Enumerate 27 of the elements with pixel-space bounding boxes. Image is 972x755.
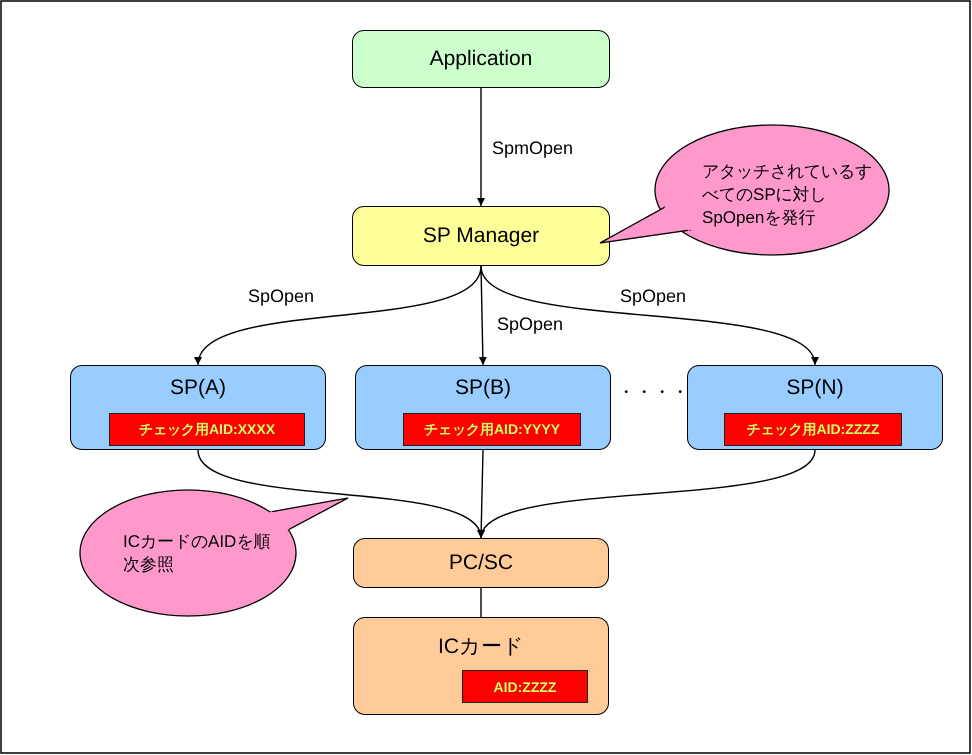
arrow — [477, 88, 485, 206]
arrow — [480, 450, 816, 538]
process-box — [70, 365, 326, 450]
box-title: SP(A) — [170, 376, 226, 400]
callout-text: アタッチされているすべてのSPに対しSpOpenを発行 — [702, 161, 873, 229]
process-box — [355, 365, 611, 450]
box-title: SP(N) — [786, 376, 844, 400]
process-box — [352, 206, 610, 266]
aid-label: チェック用AID:YYYY — [403, 413, 581, 446]
callout-text: ICカードのAIDを順次参照 — [123, 531, 272, 576]
process-box — [687, 365, 943, 450]
process-box — [353, 617, 609, 715]
arrow — [480, 266, 816, 366]
box-title: SP(B) — [454, 376, 511, 400]
arrow — [197, 266, 482, 366]
aid-label: チェック用AID:XXXX — [109, 413, 305, 446]
ellipsis-text: ・・・・ — [616, 381, 690, 404]
connector-line — [480, 588, 482, 617]
arrow — [197, 450, 482, 538]
box-title: Application — [430, 47, 532, 71]
process-box — [353, 538, 609, 588]
box-title: ICカード — [438, 634, 524, 660]
aid-label: AID:ZZZZ — [462, 670, 588, 703]
process-box — [352, 30, 610, 88]
box-title: PC/SC — [448, 551, 514, 575]
aid-label: チェック用AID:ZZZZ — [724, 413, 902, 446]
box-title: SP Manager — [422, 224, 540, 248]
